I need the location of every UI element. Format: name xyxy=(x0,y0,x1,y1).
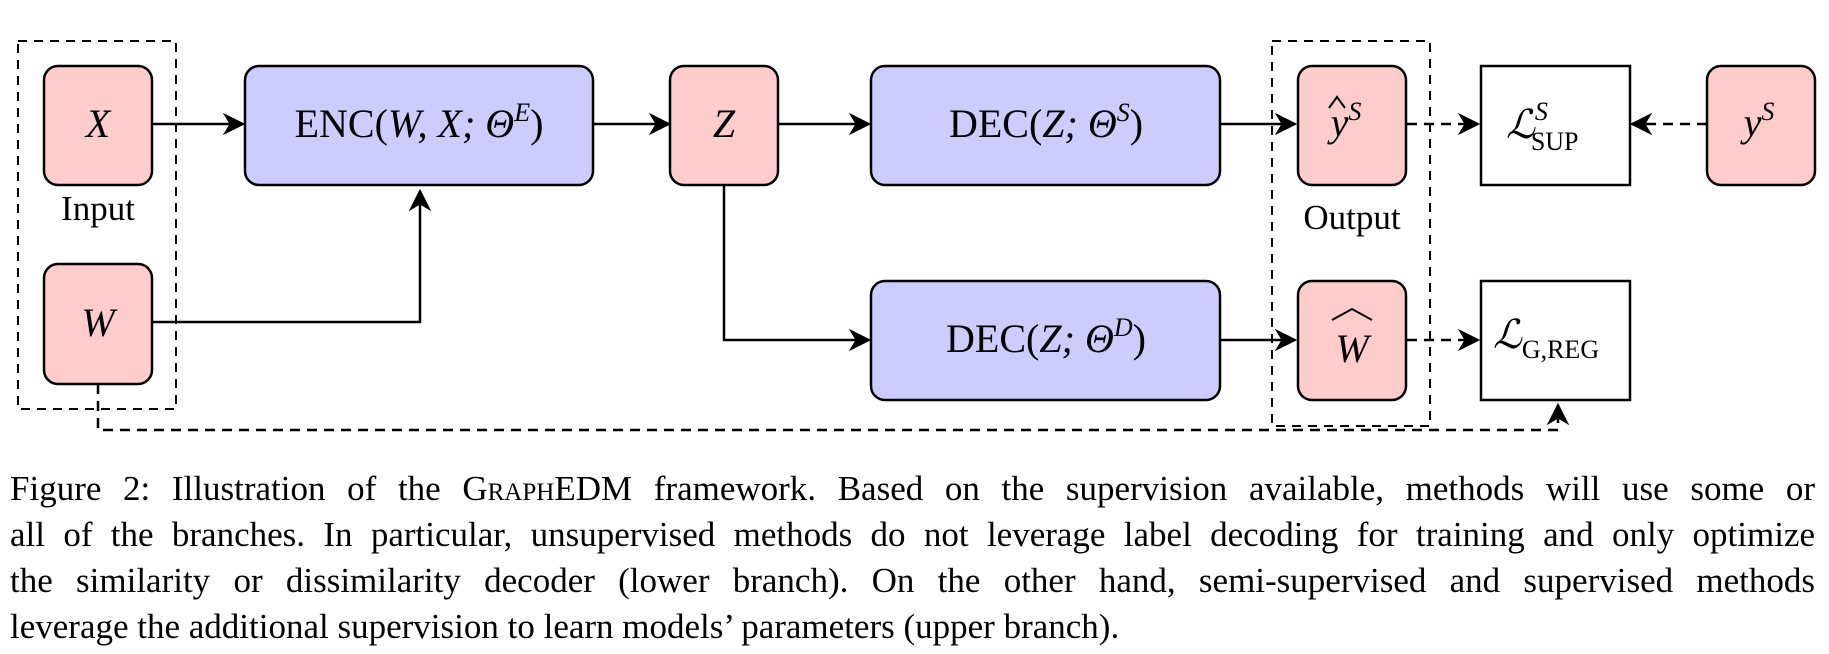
input-group-box xyxy=(17,40,177,410)
caption-line-4: leverage the additional supervision to l… xyxy=(10,607,1120,646)
node-loss-reg xyxy=(1479,279,1632,402)
node-w xyxy=(42,262,154,386)
input-group-label: Input xyxy=(61,189,135,228)
widehat-icon xyxy=(1331,307,1373,321)
node-y-hat-label: yS xyxy=(1327,97,1362,145)
node-x xyxy=(42,64,154,187)
figure-caption: Figure 2: Illustration of the GraphEDM f… xyxy=(10,466,1815,650)
edge-w-to-loss-reg xyxy=(96,384,1570,432)
caption-line-1: Figure 2: Illustration of the GraphEDM f… xyxy=(10,469,1816,508)
node-w-label: W xyxy=(81,300,118,345)
node-y-true xyxy=(1705,64,1817,187)
node-z-label: Z xyxy=(713,101,736,146)
node-x-label: X xyxy=(84,101,112,146)
node-y-true-label: yS xyxy=(1740,97,1775,145)
output-group-label: Output xyxy=(1303,198,1401,237)
node-w-hat xyxy=(1296,279,1408,402)
node-w-hat-label: W xyxy=(1335,326,1372,371)
edge-z-to-decoder-d xyxy=(722,185,872,352)
node-decoder-graph-label: DEC(Z; ΘD) xyxy=(946,313,1146,361)
node-loss-sup xyxy=(1479,64,1632,187)
node-encoder xyxy=(243,64,595,187)
edge-w-to-encoder xyxy=(152,188,432,324)
node-decoder-supervised xyxy=(869,64,1222,187)
framework-name: GraphEDM xyxy=(462,469,633,508)
node-loss-reg-label: ℒG,REG xyxy=(1493,312,1599,364)
node-decoder-supervised-label: DEC(Z; ΘS) xyxy=(949,98,1143,146)
node-decoder-graph xyxy=(869,279,1222,402)
node-z xyxy=(668,64,780,187)
node-encoder-label: ENC(W, X; ΘE) xyxy=(295,98,544,146)
node-y-hat xyxy=(1296,64,1408,187)
graphedm-diagram: X W Z yS W yS ENC(W, X; ΘE) DEC(Z; ΘS) D… xyxy=(17,40,1817,432)
hat-icon xyxy=(1328,95,1346,109)
caption-line-2: all of the branches. In particular, unsu… xyxy=(10,515,1815,554)
caption-line-3: the similarity or dissimilarity decoder … xyxy=(10,561,1815,600)
